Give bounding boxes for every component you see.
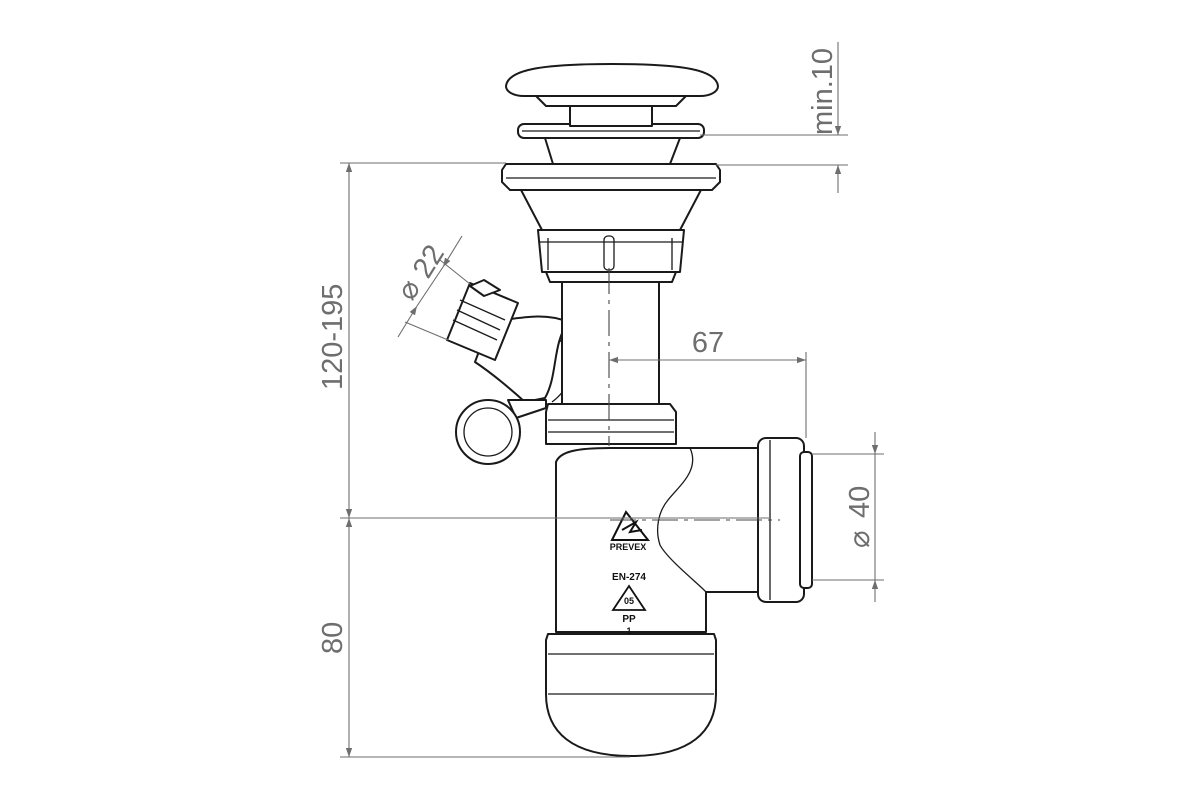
min-clearance-dimension: min.10 [807, 42, 842, 193]
min-clearance-label: min.10 [807, 48, 839, 135]
outlet-diameter-symbol: ⌀ [844, 531, 876, 548]
bottle-trap-part: PREVEX EN-274 05 PP 1 [446, 63, 813, 757]
class-marking: 1 [626, 626, 631, 636]
brand-marking: PREVEX [610, 542, 647, 552]
material-marking: PP [622, 614, 636, 625]
inlet-diameter-label: 22 [407, 239, 451, 283]
outlet-offset-label: 67 [692, 327, 724, 359]
outlet-diameter-label: 40 [844, 486, 876, 518]
trap-height-dimension: 80 [317, 518, 353, 757]
recycle-code-marking: 05 [624, 596, 634, 606]
outlet-diameter-dimension: ⌀ 40 [844, 432, 879, 602]
height-range-label: 120-195 [317, 284, 349, 390]
inlet-diameter-symbol: ⌀ [391, 274, 427, 306]
bottle-body [545, 437, 813, 757]
waste-body [501, 163, 721, 231]
overflow-connector [446, 279, 572, 465]
outlet-offset-dimension: 67 [609, 327, 806, 364]
height-range-dimension: 120-195 [317, 163, 353, 518]
recycle-triangle-icon [611, 584, 647, 611]
prevex-logo-icon [610, 510, 651, 541]
trap-height-label: 80 [317, 622, 349, 654]
click-clack-plug [505, 63, 719, 165]
tail-pipe [545, 269, 677, 445]
body-markings: PREVEX EN-274 05 PP 1 [610, 510, 651, 636]
slotted-nut [537, 229, 685, 283]
standard-marking: EN-274 [612, 572, 646, 583]
